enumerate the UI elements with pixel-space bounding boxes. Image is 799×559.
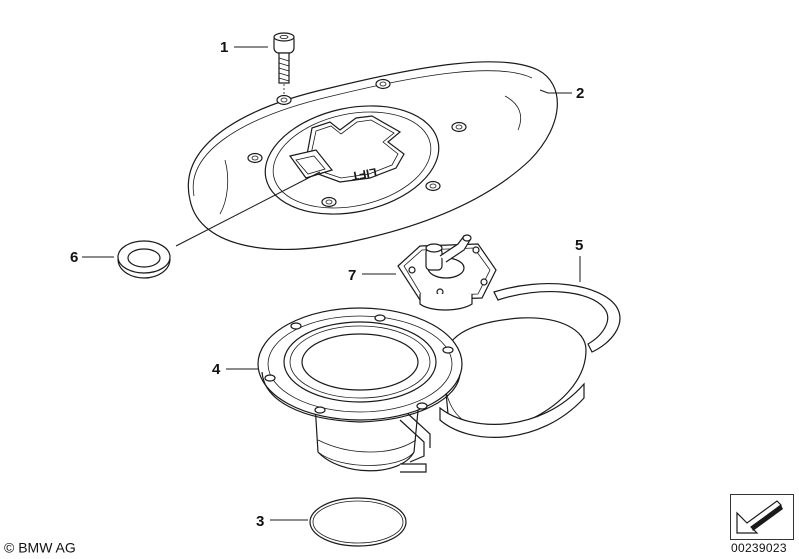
part-7-valve-unit: [397, 234, 497, 311]
part-5-snap-ring: [493, 283, 621, 353]
part-4-filler-housing: [257, 307, 587, 473]
copyright-symbol: ©: [4, 539, 15, 556]
callout-4: 4: [212, 361, 221, 378]
part-2-cover-plate: LIFT: [187, 61, 558, 250]
orientation-box: [730, 494, 794, 540]
callout-5: 5: [575, 237, 583, 254]
reference-number: 00239023: [731, 541, 787, 555]
copyright-notice: © BMW AG: [4, 538, 76, 555]
callout-7: 7: [348, 267, 356, 284]
part-6-seal-ring: [117, 171, 321, 279]
leader-lines: [82, 46, 581, 521]
callout-1: 1: [220, 39, 228, 56]
copyright-owner: BMW AG: [18, 539, 76, 556]
callout-6: 6: [70, 249, 78, 266]
cap-lift-text: LIFT: [350, 165, 378, 183]
callout-2: 2: [576, 85, 584, 102]
part-3-o-ring: [309, 497, 407, 547]
callout-3: 3: [256, 513, 264, 530]
part-1-bolt: [273, 32, 295, 96]
orientation-arrow-icon: [736, 500, 783, 534]
callout-labels: 1 2 3 4 5 6 7: [70, 39, 584, 530]
